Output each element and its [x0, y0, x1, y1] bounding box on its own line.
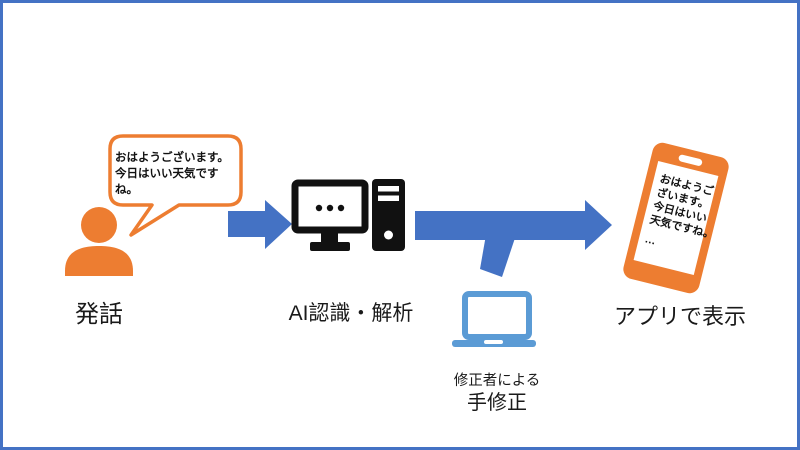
- label-speech: 発話: [75, 301, 123, 328]
- laptop-icon: [452, 291, 536, 347]
- label-app-display: アプリで表示: [613, 304, 746, 329]
- smartphone-icon: おはようご ざいます。 今日はいい 天気ですね。 …: [623, 142, 729, 294]
- label-ai-recognition: AI認識・解析: [288, 302, 414, 325]
- flow-diagram: おはようご ざいます。 今日はいい 天気ですね。 …: [65, 134, 729, 347]
- speech-bubble-text: おはようございます。 今日はいい天気ですね。: [115, 150, 239, 198]
- speech-bubble-icon: [108, 134, 243, 237]
- branch-connector: [480, 229, 518, 277]
- speech-bubble-line-2: 今日はいい天気ですね。: [115, 168, 219, 196]
- label-manual-correction: 修正者による 手修正: [427, 372, 567, 415]
- person-icon: [65, 207, 133, 276]
- label-correction-main: 手修正: [467, 392, 527, 414]
- arrow-right-icon-2: [415, 200, 612, 250]
- phone-screen-line: …: [644, 233, 658, 247]
- speech-bubble-line-1: おはようございます。: [115, 152, 229, 164]
- label-correction-sub: 修正者による: [453, 373, 541, 389]
- desktop-computer-icon: [291, 179, 405, 251]
- arrow-right-icon-1: [228, 200, 292, 249]
